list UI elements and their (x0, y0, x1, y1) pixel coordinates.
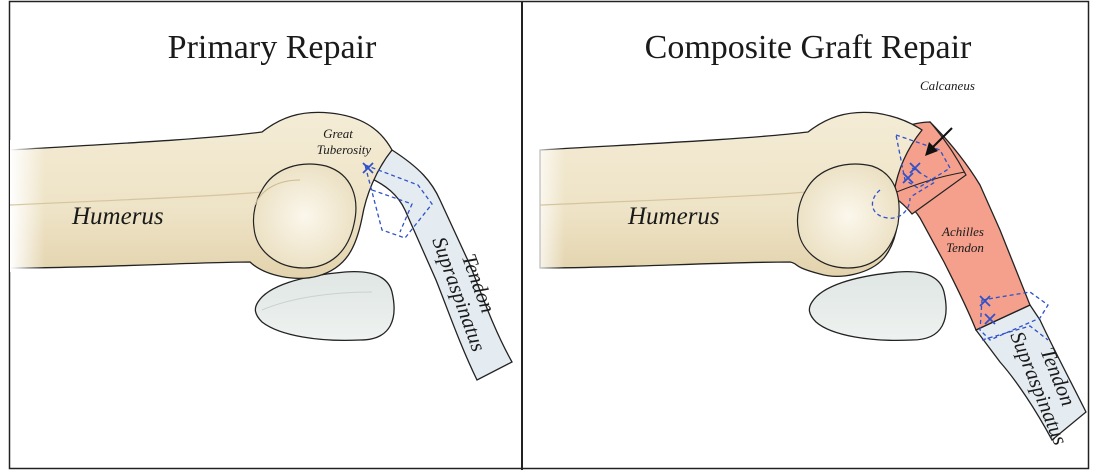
left-tuberosity-label-2: Tuberosity (317, 142, 372, 157)
left-panel-title: Primary Repair (168, 29, 377, 66)
glenoid (255, 272, 394, 341)
right-glenoid (809, 272, 946, 341)
right-panel-title: Composite Graft Repair (645, 29, 972, 66)
right-panel: Composite Graft Repair (530, 29, 1093, 448)
left-tuberosity-label-1: Great (323, 126, 353, 141)
left-humerus-label: Humerus (71, 203, 164, 230)
achilles-label-1: Achilles (941, 224, 984, 239)
left-panel: Primary Repair Humerus Great Tuberosity … (10, 29, 512, 380)
right-humerus-label: Humerus (627, 203, 720, 230)
calcaneus-label: Calcaneus (920, 78, 975, 93)
humeral-head (253, 164, 355, 268)
achilles-label-2: Tendon (946, 240, 984, 255)
